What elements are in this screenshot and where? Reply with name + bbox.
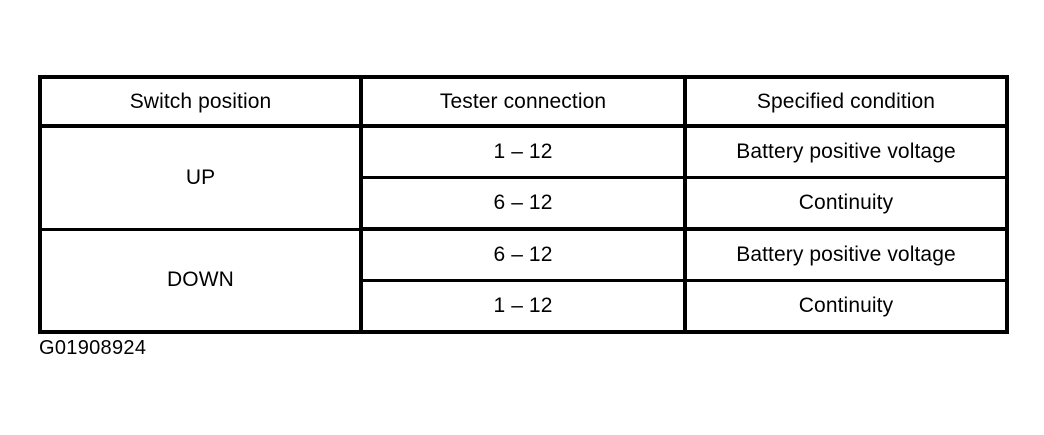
cell-switch-position-down: DOWN bbox=[40, 229, 363, 334]
table-header-row: Switch position Tester connection Specif… bbox=[40, 77, 1007, 128]
cell-specified-condition: Continuity bbox=[685, 177, 1007, 231]
column-header-switch-position: Switch position bbox=[40, 77, 363, 128]
table-row: 1 – 12 Continuity bbox=[40, 280, 1007, 332]
column-header-specified-condition: Specified condition bbox=[685, 77, 1007, 128]
cell-tester-connection: 1 – 12 bbox=[361, 280, 687, 332]
cell-tester-connection: 6 – 12 bbox=[361, 229, 687, 282]
table-row: UP 1 – 12 Battery positive voltage bbox=[40, 126, 1007, 231]
cell-tester-connection: 6 – 12 bbox=[361, 177, 687, 231]
table-row: 6 – 12 Continuity bbox=[40, 177, 1007, 231]
cell-specified-condition: Battery positive voltage bbox=[685, 126, 1007, 179]
column-header-tester-connection: Tester connection bbox=[361, 77, 687, 128]
cell-specified-condition: Continuity bbox=[798, 294, 894, 317]
specification-table: Switch position Tester connection Specif… bbox=[38, 75, 1009, 334]
cell-tester-connection: 1 – 12 bbox=[361, 126, 687, 179]
cell-switch-position-up: UP bbox=[40, 126, 363, 231]
table-row: DOWN 6 – 12 Battery positive voltage bbox=[40, 229, 1007, 334]
figure-caption: G01908924 bbox=[39, 337, 147, 359]
cell-specified-condition: Battery positive voltage bbox=[685, 229, 1007, 282]
